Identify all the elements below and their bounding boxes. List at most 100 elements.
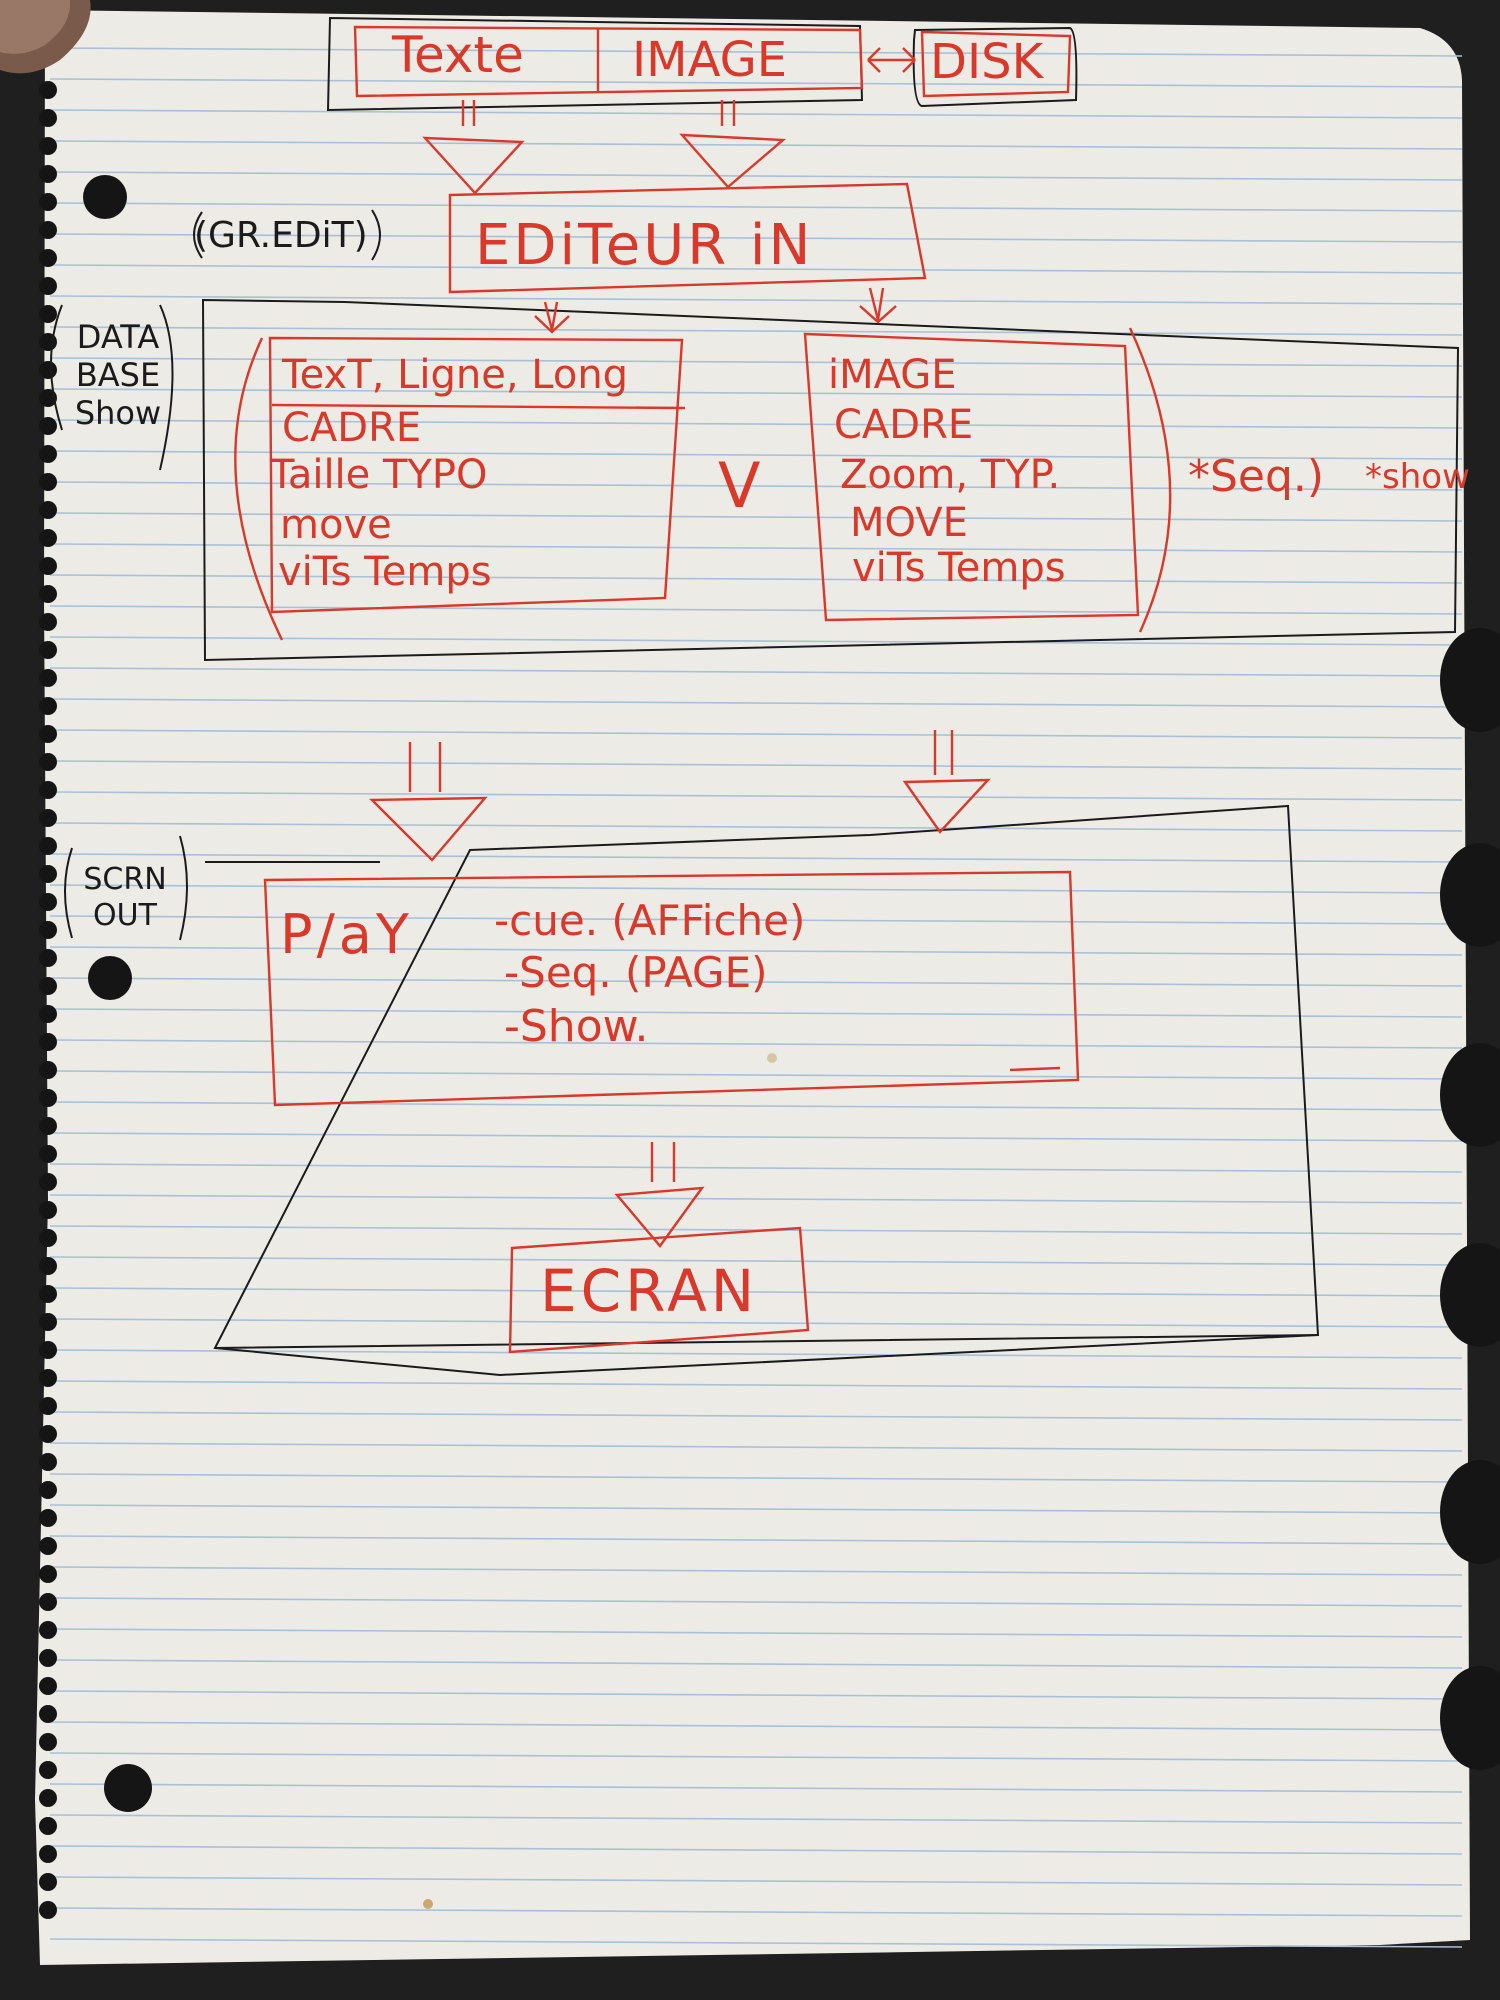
spiral-perforation [39,1257,57,1275]
play-box [263,870,1080,1107]
ruled-line [49,295,1463,305]
spiral-perforation [39,1089,57,1107]
flow-arrow-down-icon [369,796,488,862]
spiral-perforation [39,781,57,799]
database-side-label-line: BASE [75,356,161,394]
flow-arrow-down-icon [679,133,787,189]
output-frame [205,804,1320,1350]
paper-stain [423,1899,433,1909]
spiral-perforation [39,473,57,491]
ruled-line [49,1690,1463,1700]
text-panel-item: move [280,502,392,548]
image-panel-item: CADRE [834,402,974,448]
play-item: -cue. (AFFiche) [494,896,806,945]
ruled-line [49,636,1463,646]
flow-marker [933,730,954,775]
image-panel-item: iMAGE [828,352,957,398]
flow-arrow-down-icon [902,778,991,834]
spiral-perforation [39,977,57,995]
ruled-line [49,1566,1463,1576]
database-frame [201,298,1460,662]
spiral-perforation [39,1117,57,1135]
spiral-perforation [39,697,57,715]
editor-title: EDiTeUR iN [475,213,814,278]
database-side-label: DATA BASE Show [68,318,168,432]
spiral-perforation [39,1733,57,1751]
or-symbol: V [718,449,761,522]
flow-marker [720,100,736,126]
database-open-paren [234,337,284,641]
spiral-perforation [39,809,57,827]
database-side-label-line: DATA [76,318,160,356]
spiral-perforation [39,361,57,379]
flow-arrow-down-icon [534,301,570,334]
ruled-line [49,977,1463,987]
binder-hole [1440,1460,1500,1564]
image-panel-item: viTs Temps [852,545,1066,591]
editor-label-bracket [193,211,203,259]
ruled-line [49,450,1463,460]
ruled-line [49,78,1463,88]
sources-outer-frame [326,16,864,112]
ruled-line [49,202,1463,212]
spiral-perforation [39,641,57,659]
ruled-line [49,264,1463,274]
spiral-perforation [39,1313,57,1331]
editor-side-label: (GR.EDiT) [194,215,368,256]
ruled-line [49,1504,1463,1514]
spiral-perforation [39,1901,57,1919]
binder-hole [104,1764,152,1812]
ruled-line [49,512,1463,522]
spiral-perforation [39,557,57,575]
bidirectional-arrow-icon [867,47,916,73]
binder-hole [1440,1666,1500,1770]
spiral-perforation [39,1845,57,1863]
spiral-perforation [39,1201,57,1219]
ruled-line [49,667,1463,677]
disk-label: DISK [930,34,1044,90]
editor-box [448,182,927,294]
ruled-line [49,915,1463,925]
ruled-line [49,109,1463,119]
spiral-perforation [39,1369,57,1387]
spiral-perforation [39,501,57,519]
database-close-paren [1128,327,1172,633]
flow-marker [650,1142,676,1182]
ruled-line [49,791,1463,801]
output-label-bracket [179,835,188,941]
ruled-line [49,574,1463,584]
ruled-line [49,357,1463,367]
texte-image-box [353,25,864,98]
ruled-line [49,326,1463,336]
image-panel-item: Zoom, TYP. [840,452,1061,498]
spiral-perforation [39,1061,57,1079]
ruled-line [49,1194,1463,1204]
binder-hole [1440,1043,1500,1147]
spiral-perforation [39,1593,57,1611]
text-panel-item: CADRE [282,405,422,451]
spiral-perforation [39,1761,57,1779]
disk-box [920,30,1072,98]
spiral-perforation [39,1621,57,1639]
database-side-label-line: Show [74,394,162,432]
spiral-perforation [39,109,57,127]
editor-label-bracket [371,209,381,261]
spiral-perforation [39,81,57,99]
ruled-line [49,1256,1463,1266]
paper-stain [767,1053,777,1063]
spiral-perforation [39,921,57,939]
ruled-line [49,1442,1463,1452]
ruled-line [49,1721,1463,1731]
spiral-perforation [39,137,57,155]
spiral-perforation [39,1397,57,1415]
play-item: -Show. [504,1001,649,1052]
play-box-corner [1009,1066,1061,1072]
spiral-perforation [39,837,57,855]
output-frame-bottom [214,1334,1319,1377]
spiral-perforations [39,81,57,1919]
spiral-perforation [39,725,57,743]
ruled-line [49,1287,1463,1297]
spiral-perforation [39,277,57,295]
ruled-line [49,1628,1463,1638]
ruled-line [49,543,1463,553]
